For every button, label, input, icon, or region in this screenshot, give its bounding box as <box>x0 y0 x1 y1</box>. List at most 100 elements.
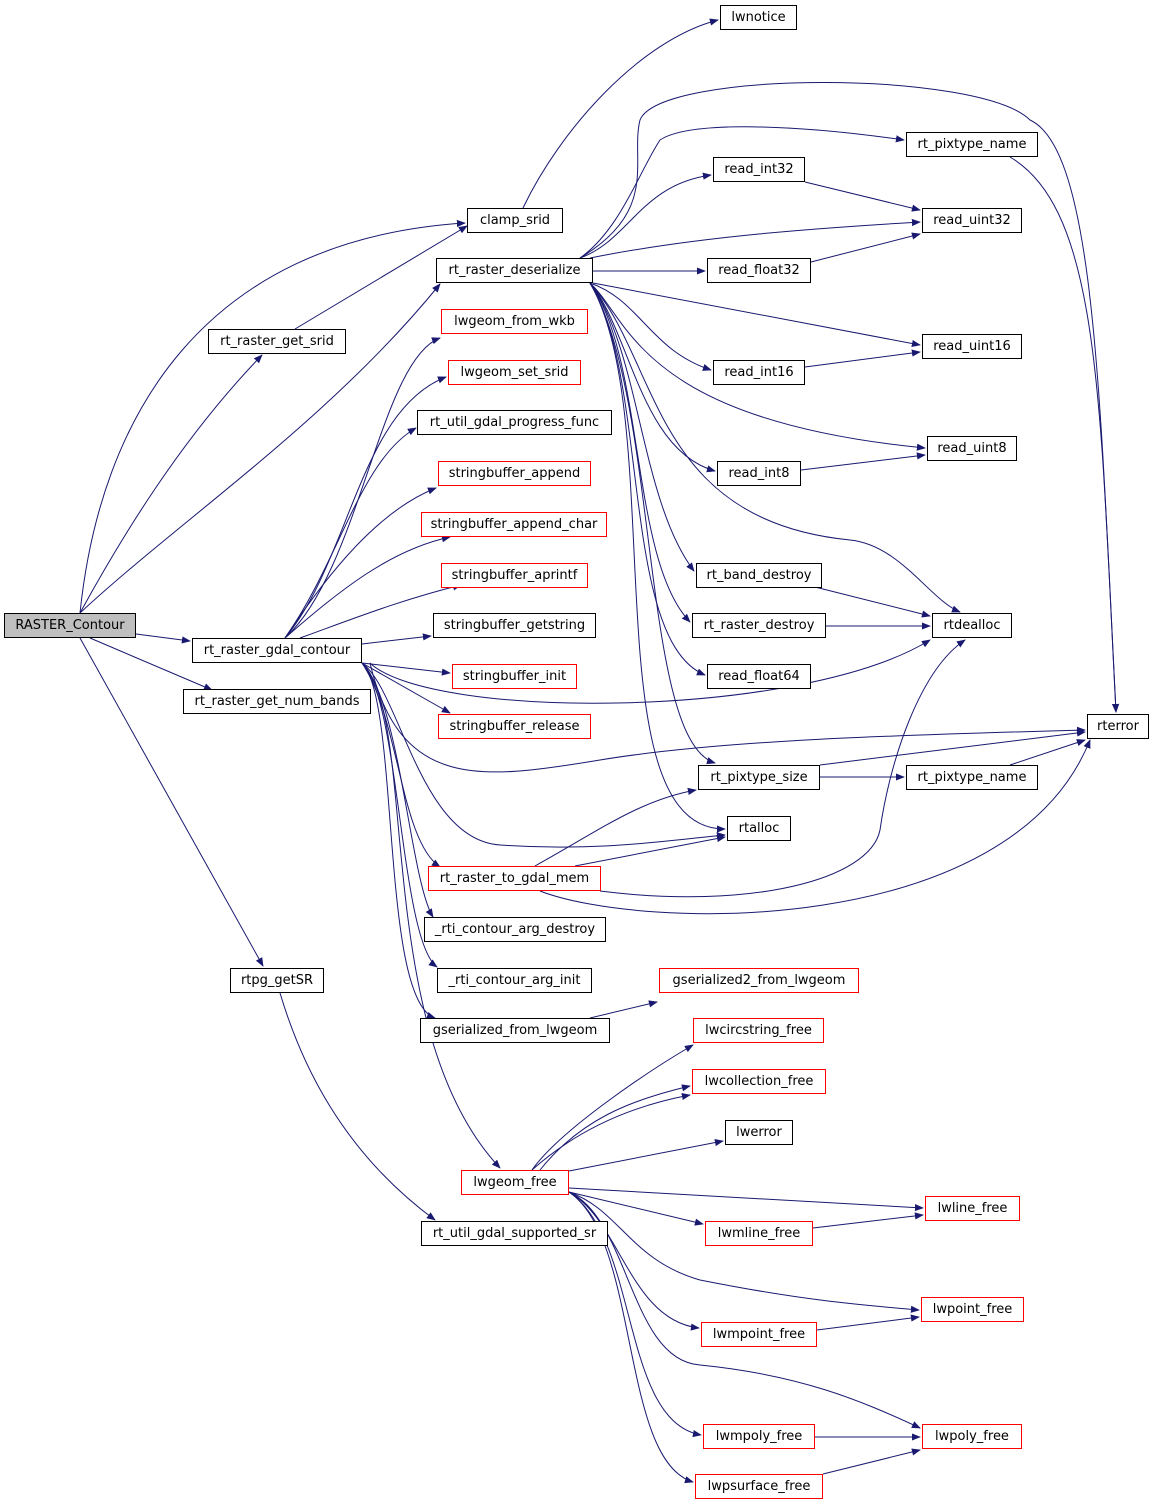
node-rt-raster-get-srid[interactable]: rt_raster_get_srid <box>208 329 346 354</box>
call-edge-raster-contour <box>79 354 263 614</box>
node-lwline-free[interactable]: lwline_free <box>925 1196 1020 1221</box>
call-edge-raster-contour <box>135 633 191 644</box>
call-edge-contour <box>361 662 434 918</box>
call-edge-contour <box>361 662 451 714</box>
node-read-uint8[interactable]: read_uint8 <box>927 436 1017 461</box>
call-edge-lwgeom-free <box>568 1191 702 1438</box>
node-rt-raster-get-num-bands[interactable]: rt_raster_get_num_bands <box>183 689 371 714</box>
node-gserialized2-from-lwgeom[interactable]: gserialized2_from_lwgeom <box>659 968 859 993</box>
node-lwerror[interactable]: lwerror <box>725 1120 793 1145</box>
call-edge-contour <box>361 662 726 848</box>
node-lwnotice[interactable]: lwnotice <box>720 5 797 30</box>
node-lwpsurface-free[interactable]: lwpsurface_free <box>695 1474 823 1499</box>
node-stringbuffer-aprintf[interactable]: stringbuffer_aprintf <box>441 563 588 588</box>
node-lwmpoly-free[interactable]: lwmpoly_free <box>703 1424 815 1449</box>
call-edge-deser <box>589 282 716 473</box>
call-edge-deser <box>589 282 961 613</box>
call-edge-contour <box>284 337 441 639</box>
call-edge-gdal-mem <box>534 787 697 867</box>
call-edge-deser <box>589 282 712 371</box>
node-read-uint16[interactable]: read_uint16 <box>922 334 1022 359</box>
call-edge-deser <box>589 282 706 676</box>
node-rt-raster-deserialize[interactable]: rt_raster_deserialize <box>436 258 593 283</box>
call-edge-pix-size <box>819 729 1086 766</box>
call-edge-read-int32 <box>804 181 921 212</box>
node-stringbuffer-append[interactable]: stringbuffer_append <box>438 461 591 486</box>
node-raster-contour: RASTER_Contour <box>4 613 136 638</box>
call-edge-lwgeom-free <box>568 1191 920 1313</box>
node-rt-pixtype-size[interactable]: rt_pixtype_size <box>698 765 820 790</box>
call-edge-contour <box>361 662 451 676</box>
node-read-int32[interactable]: read_int32 <box>713 157 805 182</box>
node-rtalloc[interactable]: rtalloc <box>727 816 791 841</box>
call-edge-deser <box>579 126 905 259</box>
node-gserialized-from-lwgeom[interactable]: gserialized_from_lwgeom <box>420 1018 610 1043</box>
call-edge-lwgeom-free <box>568 1191 694 1484</box>
call-edge-deser <box>589 218 921 259</box>
node-lwmpoint-free[interactable]: lwmpoint_free <box>701 1322 817 1347</box>
call-edge-raster-contour <box>79 219 466 614</box>
node-rt-util-gdal-supported-sr[interactable]: rt_util_gdal_supported_sr <box>421 1221 608 1246</box>
node-rt-raster-to-gdal-mem[interactable]: rt_raster_to_gdal_mem <box>428 866 601 891</box>
node-lwcollection-free[interactable]: lwcollection_free <box>692 1069 826 1094</box>
node-lwcircstring-free[interactable]: lwcircstring_free <box>693 1018 824 1043</box>
call-edge-band-destroy <box>814 586 931 618</box>
node-stringbuffer-getstring[interactable]: stringbuffer_getstring <box>433 613 596 638</box>
call-edge-contour <box>284 535 451 639</box>
node-rti-contour-arg-init[interactable]: _rti_contour_arg_init <box>437 968 592 993</box>
node-lwgeom-from-wkb[interactable]: lwgeom_from_wkb <box>441 309 588 334</box>
node-rti-contour-arg-destroy[interactable]: _rti_contour_arg_destroy <box>424 917 606 942</box>
call-edge-contour <box>361 662 438 968</box>
node-rt-pixtype-name-mid[interactable]: rt_pixtype_name <box>906 765 1038 790</box>
node-lwgeom-set-srid[interactable]: lwgeom_set_srid <box>448 360 581 385</box>
call-edge-deser <box>589 282 716 765</box>
call-edge-deser <box>589 282 691 623</box>
call-edge-lwgeom-free <box>531 1092 691 1171</box>
node-clamp-srid[interactable]: clamp_srid <box>467 208 563 233</box>
call-edge-contour <box>284 487 437 639</box>
call-edge-contour <box>361 662 436 1019</box>
node-lwmline-free[interactable]: lwmline_free <box>705 1221 813 1246</box>
call-edge-read-int16 <box>804 349 921 368</box>
node-rt-util-gdal-progress-func[interactable]: rt_util_gdal_progress_func <box>417 410 612 435</box>
call-edge-lwgeom-free <box>568 1187 924 1212</box>
call-edge-gdal-mem <box>599 639 966 898</box>
call-edge-lwgeom-free <box>568 1191 700 1331</box>
call-edge-lwgeom-free <box>539 1084 691 1171</box>
call-edge-get-srid <box>294 225 468 330</box>
node-rt-raster-gdal-contour[interactable]: rt_raster_gdal_contour <box>192 638 362 663</box>
call-edge-contour <box>361 633 432 645</box>
call-edge-contour <box>369 639 931 704</box>
node-rt-raster-destroy[interactable]: rt_raster_destroy <box>692 613 826 638</box>
call-edge-contour <box>299 583 462 639</box>
call-edge-contour <box>361 662 441 868</box>
call-edge-deser <box>592 282 921 348</box>
node-rtdealloc[interactable]: rtdealloc <box>932 613 1012 638</box>
call-edge-lwgeom-free <box>568 1139 724 1172</box>
node-rtpg-getsr[interactable]: rtpg_getSR <box>230 968 324 993</box>
node-lwpoint-free[interactable]: lwpoint_free <box>921 1297 1024 1322</box>
call-edge-deser <box>589 282 926 451</box>
call-edge-raster-contour <box>89 637 213 691</box>
node-read-int8[interactable]: read_int8 <box>717 461 801 486</box>
call-edge-contour <box>284 376 447 639</box>
call-edge-read-float32 <box>810 232 921 263</box>
call-edge-contour <box>369 662 1086 773</box>
call-edge-pix-name-mid <box>1009 739 1086 766</box>
node-read-uint32[interactable]: read_uint32 <box>922 208 1022 233</box>
node-stringbuffer-release[interactable]: stringbuffer_release <box>438 714 591 739</box>
node-rt-pixtype-name-top[interactable]: rt_pixtype_name <box>906 132 1038 157</box>
node-read-int16[interactable]: read_int16 <box>713 360 805 385</box>
node-rterror[interactable]: rterror <box>1087 714 1149 739</box>
node-lwgeom-free[interactable]: lwgeom_free <box>461 1170 569 1195</box>
node-read-float64[interactable]: read_float64 <box>707 664 811 689</box>
node-stringbuffer-init[interactable]: stringbuffer_init <box>452 664 577 689</box>
call-edge-deser <box>579 172 712 259</box>
node-rt-band-destroy[interactable]: rt_band_destroy <box>696 563 822 588</box>
node-stringbuffer-append-char[interactable]: stringbuffer_append_char <box>421 512 607 537</box>
node-lwpoly-free[interactable]: lwpoly_free <box>922 1424 1022 1449</box>
node-read-float32[interactable]: read_float32 <box>707 258 811 283</box>
call-edge-clamp <box>522 18 719 209</box>
